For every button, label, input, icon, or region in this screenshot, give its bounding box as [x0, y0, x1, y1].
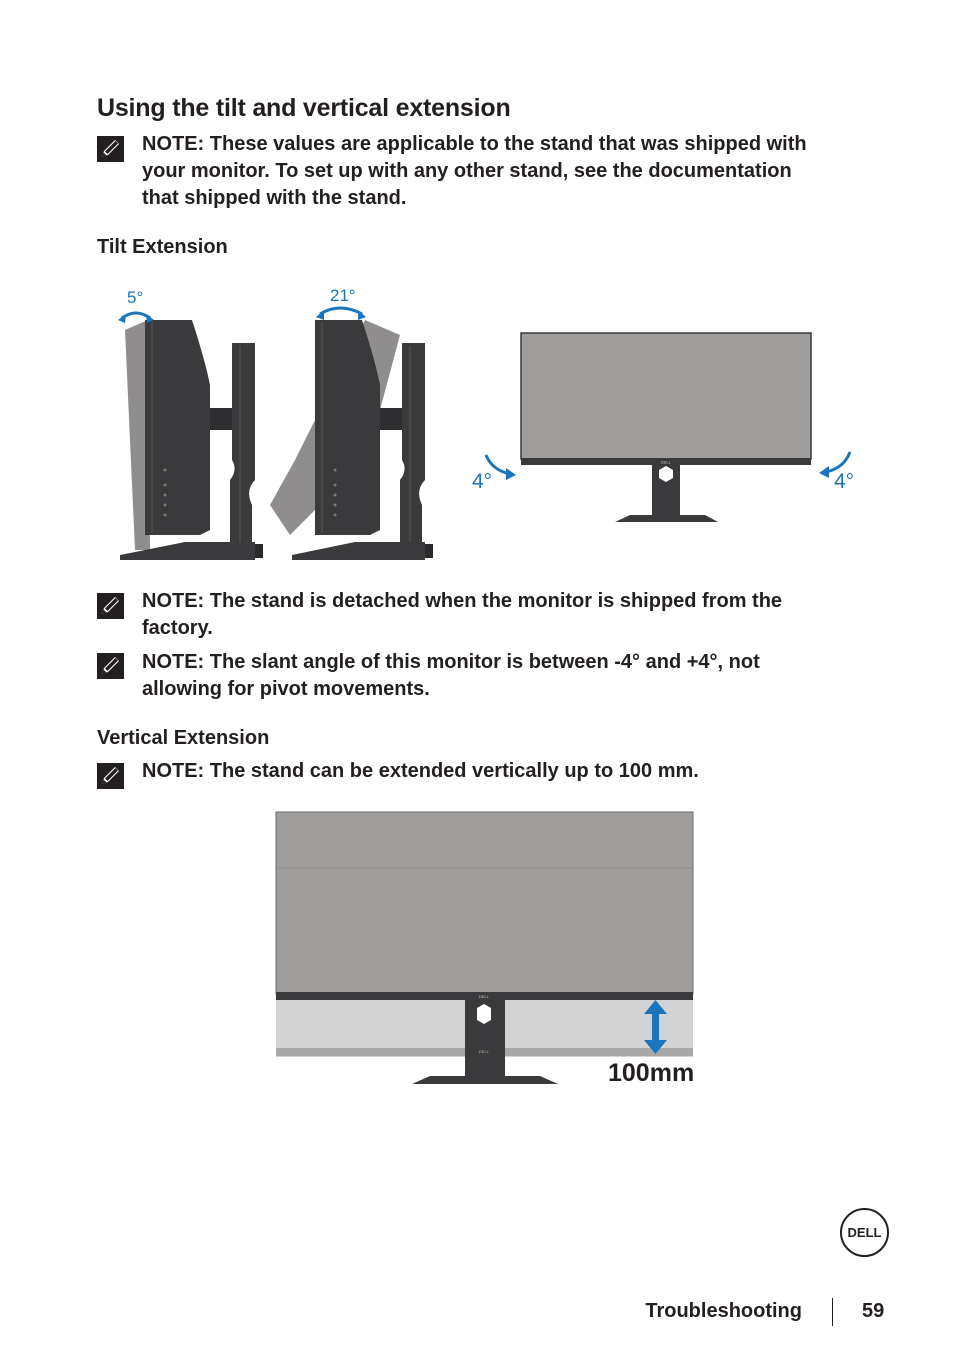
tilt-side-views-illustration [118, 306, 433, 560]
footer-separator [832, 1298, 833, 1326]
note-1: NOTE: These values are applicable to the… [142, 133, 807, 209]
svg-text:DELL: DELL [479, 994, 490, 999]
note-pencil-icon [97, 653, 124, 679]
svg-text:DELL: DELL [661, 460, 672, 465]
tilt-back-angle-label: 5° [127, 288, 144, 307]
footer-section: Troubleshooting [645, 1300, 802, 1322]
note-pencil-icon [97, 136, 124, 162]
note-pencil-icon [97, 593, 124, 619]
note-2: NOTE: The stand is detached when the mon… [142, 590, 783, 639]
page-number: 59 [862, 1300, 885, 1322]
dell-logo-text: DELL [848, 1225, 882, 1240]
note-pencil-icon [97, 763, 124, 789]
note-4: NOTE: The stand can be extended vertical… [142, 760, 699, 782]
svg-text:DELL: DELL [479, 1049, 490, 1054]
note-3: NOTE: The slant angle of this monitor is… [142, 651, 760, 700]
vertical-extension-illustration: DELL DELL [275, 811, 694, 1084]
height-range-label: 100mm [608, 1059, 695, 1087]
tilt-forward-angle-label: 21° [330, 286, 356, 305]
dell-logo-icon: DELL [840, 1208, 889, 1257]
swivel-front-view-illustration: DELL [484, 332, 852, 522]
page-heading: Using the tilt and vertical extension [97, 94, 511, 122]
swivel-right-angle-label: 4° [834, 470, 855, 493]
swivel-left-angle-label: 4° [472, 470, 493, 493]
vertical-heading: Vertical Extension [97, 727, 270, 749]
tilt-heading: Tilt Extension [97, 236, 228, 258]
